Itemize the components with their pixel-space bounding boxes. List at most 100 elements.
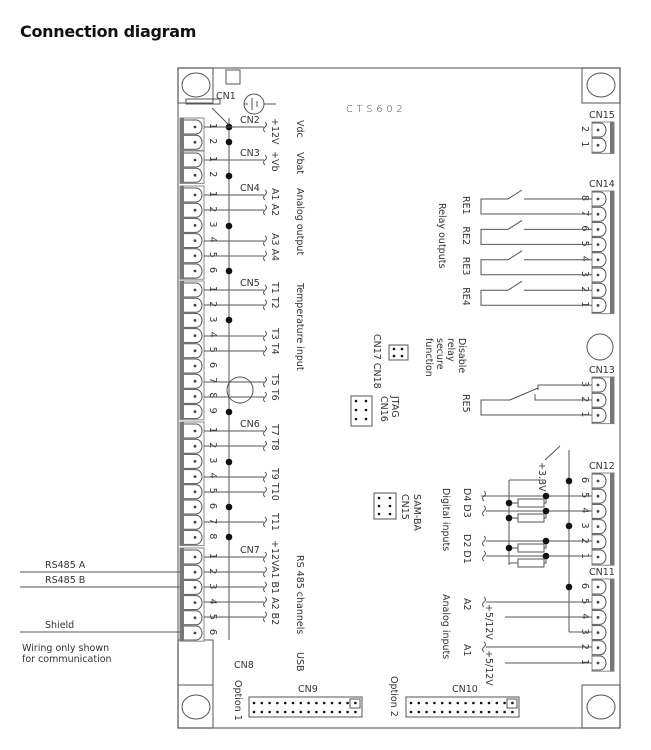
relay-label: RE2 xyxy=(460,226,471,245)
terminal-pin xyxy=(184,187,203,203)
wiring-note: for communication xyxy=(22,654,112,665)
group-label: USB xyxy=(294,652,305,672)
relay-contact xyxy=(480,250,592,276)
terminal-screw xyxy=(596,243,600,247)
terminal-pin xyxy=(184,579,203,595)
cn1-jumper xyxy=(185,98,221,105)
terminal-screw xyxy=(193,536,197,539)
header-pin xyxy=(377,504,381,508)
signal-label: T5 T6 xyxy=(269,373,280,401)
header-pin xyxy=(315,710,318,714)
ground-icon xyxy=(244,98,276,110)
junction-dot xyxy=(542,507,550,515)
header-pin xyxy=(464,710,467,714)
terminal-screw xyxy=(193,460,197,463)
terminal-screw xyxy=(596,212,600,216)
terminal-pin xyxy=(184,499,203,515)
pin-number: 4 xyxy=(207,473,218,479)
resistor xyxy=(517,558,545,568)
relay-contact xyxy=(480,280,592,306)
component-circle xyxy=(226,376,254,404)
terminal-pin xyxy=(592,221,607,237)
terminal-screw xyxy=(193,490,197,494)
terminal-pin xyxy=(184,134,203,150)
header-pin xyxy=(495,710,499,714)
wire-break-icon xyxy=(263,425,267,437)
terminal-screw xyxy=(193,269,197,273)
samba-label: SAM-BA xyxy=(411,494,422,532)
header-pin xyxy=(299,710,303,714)
terminal-screw xyxy=(596,128,600,132)
header-pin xyxy=(425,701,428,705)
terminal-screw xyxy=(193,140,197,144)
header-pin xyxy=(388,512,392,516)
jumper-description: relay xyxy=(445,338,456,362)
component-circle xyxy=(586,333,614,361)
terminal-pin xyxy=(592,392,607,408)
wire-break-icon xyxy=(263,391,267,403)
header-pin xyxy=(417,710,421,714)
terminal-screw xyxy=(596,600,600,604)
header-pin xyxy=(315,701,318,705)
header-pin xyxy=(268,710,271,714)
terminal-pin xyxy=(592,640,607,656)
junction-dot xyxy=(505,499,513,507)
cn10-header xyxy=(405,696,520,718)
pin-number: 1 xyxy=(579,141,590,147)
header-pin xyxy=(260,710,264,714)
terminal-block-edge xyxy=(610,122,614,154)
jtag-label: JTAG xyxy=(389,395,400,418)
header-pin xyxy=(409,710,413,714)
header-pin xyxy=(479,701,483,705)
terminal-screw xyxy=(193,173,197,177)
pin-number: 1 xyxy=(207,156,218,162)
header-pin xyxy=(388,496,392,500)
header-pin xyxy=(364,417,368,421)
pin-number: 1 xyxy=(579,659,590,665)
header-pin xyxy=(322,710,326,714)
group-label: Temperature input xyxy=(294,282,305,371)
digital-signal-label: D2 D1 xyxy=(461,534,472,564)
terminal-pin xyxy=(184,529,203,545)
connector-label-cn5: CN5 xyxy=(240,278,260,289)
junction-dot xyxy=(505,514,513,522)
header-pin xyxy=(291,710,295,714)
terminal-screw xyxy=(193,379,197,383)
resistor xyxy=(517,543,545,553)
mounting-hole xyxy=(586,72,616,98)
pin-number: 6 xyxy=(579,583,590,589)
jumper-description: secure xyxy=(434,338,445,370)
pin-number: 2 xyxy=(579,126,590,132)
analog-inputs-label: Analog inputs xyxy=(440,594,451,659)
terminal-pin xyxy=(184,202,203,218)
pin-number: 1 xyxy=(579,411,590,417)
terminal-pin xyxy=(592,503,607,519)
wire-break-icon xyxy=(263,154,267,166)
terminal-pin xyxy=(592,282,607,298)
header-pin xyxy=(388,504,392,508)
pin-number: 3 xyxy=(207,583,218,589)
wire-break-icon xyxy=(482,641,486,653)
terminal-screw xyxy=(193,520,197,524)
wire-break-icon xyxy=(263,581,267,593)
pin-number: 2 xyxy=(579,396,590,402)
terminal-block-edge xyxy=(180,281,184,420)
pin-number: 5 xyxy=(579,492,590,498)
terminal-screw xyxy=(193,254,197,258)
terminal-pin xyxy=(592,549,607,565)
supply-label: +3.3V xyxy=(536,462,547,492)
mounting-hole-frame xyxy=(581,67,621,104)
header-pin xyxy=(472,710,475,714)
terminal-pin xyxy=(592,579,607,595)
signal-label: A1 A2 xyxy=(269,188,280,216)
junction-dot xyxy=(565,522,573,530)
wire-break-icon xyxy=(263,235,267,247)
signal-label: A3 A4 xyxy=(269,233,280,261)
terminal-block-edge xyxy=(610,377,614,424)
header-pin xyxy=(364,408,368,412)
terminal-screw xyxy=(596,383,600,387)
pin-number: 2 xyxy=(207,568,218,574)
connector-label-cn7: CN7 xyxy=(240,545,260,556)
terminal-screw xyxy=(596,273,600,277)
